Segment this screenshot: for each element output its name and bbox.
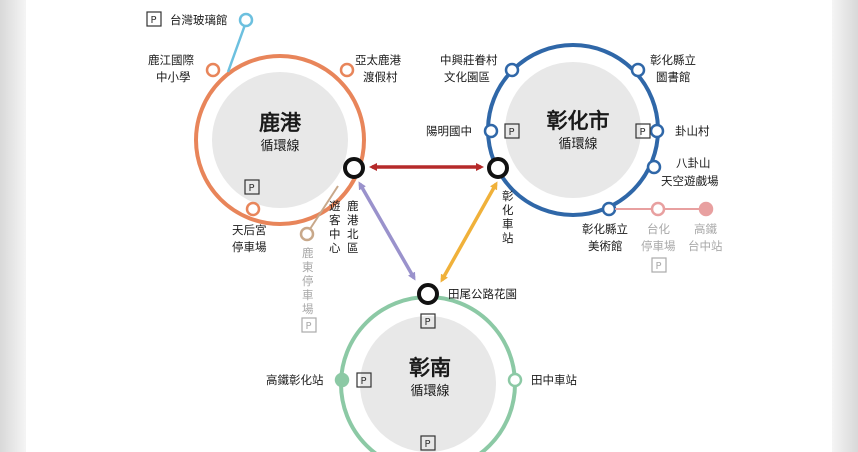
tianzhong-station-dot[interactable] [507,372,523,388]
tianhou-label-1: 天后宮 [232,223,267,237]
svg-text:P: P [509,127,515,138]
parking-icon: P [244,179,260,195]
svg-text:車: 車 [302,288,314,302]
zhangnan-loop-fill [360,316,496,452]
art-museum-label-1: 彰化縣立 [582,222,628,236]
taiwan-glass-label: 台灣玻璃館 [170,13,228,27]
svg-text:北: 北 [347,227,359,241]
parking-icon: P [635,123,651,139]
parking-icon: P [651,257,667,273]
lukang-loop-subtitle: 循環線 [260,138,299,154]
left-page-edge [0,0,26,452]
changhua-loop-title: 彰化市 [547,109,610,133]
tianhou-label-2: 停車場 [232,240,267,254]
svg-text:P: P [249,183,255,194]
svg-text:站: 站 [502,231,514,245]
tianhou-station-dot[interactable] [245,201,261,217]
ludong-parking-label: 鹿 東 停 車 場 [302,246,314,316]
svg-text:港: 港 [347,213,359,227]
zhongxing-label-1: 中興莊眷村 [440,53,498,67]
parking-icon: P [420,435,436,451]
ludong-parking-station-dot[interactable] [299,226,315,242]
lukang-intl-station-dot[interactable] [205,62,221,78]
parking-icon: P [146,11,162,27]
taihua-label-2: 停車場 [641,239,676,253]
asia-pacific-label-1: 亞太鹿港 [355,53,401,67]
hsr-changhua-station-dot[interactable] [334,372,350,388]
lukang-loop-ring [194,54,366,226]
baguashan-sky-station-dot[interactable] [646,159,662,175]
baguashan-village-label: 卦山村 [675,124,710,138]
yangming-station-dot[interactable] [483,123,499,139]
art-museum-label-2: 美術館 [588,239,623,253]
yangming-label: 陽明國中 [426,124,472,138]
zhangnan-loop-title: 彰南 [409,356,451,380]
baguashan-sky-label-1: 八卦山 [676,156,711,170]
parking-icon: P [301,317,317,333]
svg-text:心: 心 [329,241,341,255]
library-station-dot[interactable] [630,62,646,78]
lukang-intl-label-1: 鹿江國際 [148,53,194,67]
svg-text:P: P [425,439,431,450]
lukang-loop-fill [212,72,348,208]
svg-text:P: P [425,317,431,328]
svg-text:化: 化 [502,203,514,217]
svg-text:P: P [151,15,157,26]
changhua-station-label: 彰 化 車 站 [502,189,514,245]
svg-text:P: P [361,376,367,387]
zhangnan-loop-subtitle: 循環線 [410,383,449,399]
zhongxing-station-dot[interactable] [504,62,520,78]
hsr-changhua-label: 高鐵彰化站 [266,373,324,387]
baguashan-village-station-dot[interactable] [649,123,665,139]
svg-text:彰: 彰 [502,189,514,203]
changhua-loop-fill [505,62,641,198]
lukang-intl-label-2: 中小學 [156,70,191,84]
lukang-north-hub[interactable] [343,157,365,179]
svg-text:鹿: 鹿 [347,199,359,213]
svg-text:停: 停 [302,274,314,288]
library-label-2: 圖書館 [656,70,691,84]
svg-text:中: 中 [329,227,341,241]
svg-text:場: 場 [302,302,314,316]
taihua-label-1: 台化 [647,222,670,236]
taiwan-glass-branch [226,21,248,73]
svg-text:區: 區 [347,241,359,255]
tianwei-label: 田尾公路花園 [448,287,517,301]
svg-text:東: 東 [302,260,314,274]
svg-text:鹿: 鹿 [302,246,314,260]
right-page-edge [832,0,858,452]
hsr-taichung-station-dot[interactable] [698,201,714,217]
hsr-taichung-label-2: 台中站 [688,239,723,253]
asia-pacific-station-dot[interactable] [339,62,355,78]
lukang-north-label: 鹿 港 北 區 [347,199,359,255]
lukang-loop-title: 鹿港 [259,111,302,135]
tianwei-hub[interactable] [417,283,439,305]
svg-text:P: P [656,261,662,272]
svg-text:遊: 遊 [329,199,341,213]
svg-text:P: P [306,321,312,332]
zhongxing-label-2: 文化園區 [444,70,490,84]
parking-icon: P [504,123,520,139]
library-label-1: 彰化縣立 [650,53,696,67]
parking-icon: P [420,313,436,329]
parking-icon: P [356,372,372,388]
svg-text:客: 客 [329,213,341,227]
art-museum-station-dot[interactable] [601,201,617,217]
svg-text:P: P [640,127,646,138]
changhua-station-hub[interactable] [487,157,509,179]
ludong-branch [309,185,339,230]
asia-pacific-label-2: 渡假村 [363,70,398,84]
purple-transfer-arrow [358,181,416,281]
baguashan-sky-label-2: 天空遊戲場 [661,174,719,188]
hsr-taichung-label-1: 高鐵 [694,222,717,236]
changhua-loop-subtitle: 循環線 [558,136,597,152]
svg-text:車: 車 [502,217,514,231]
taihua-station-dot[interactable] [650,201,666,217]
visitor-center-label: 遊 客 中 心 [329,199,341,255]
yellow-transfer-arrow [440,181,498,283]
taiwan-glass-station-dot[interactable] [238,12,254,28]
tianzhong-label: 田中車站 [531,373,577,387]
